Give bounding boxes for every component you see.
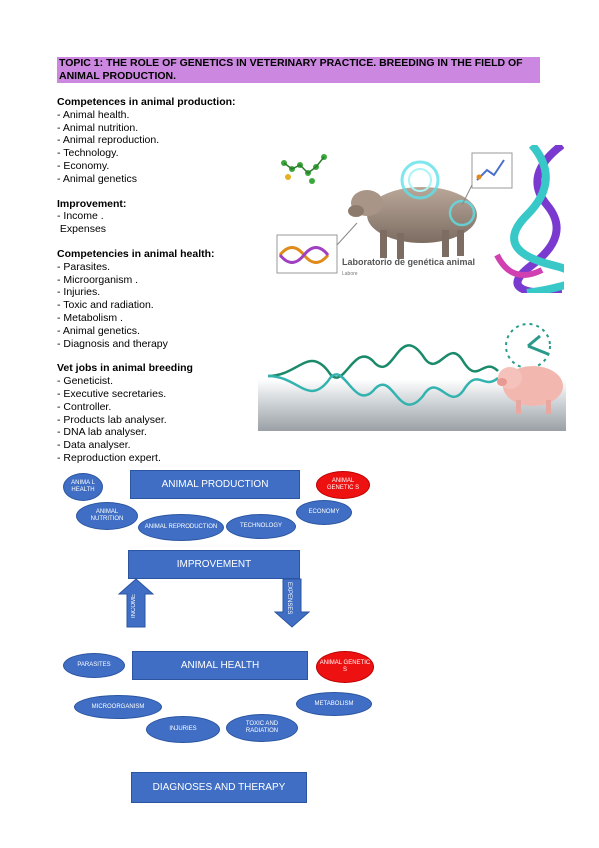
list-item: - Toxic and radiation. — [57, 299, 154, 312]
list-item: - Animal genetics — [57, 172, 137, 185]
genetics-lab-image: Laboratorio de genética animal Labore — [272, 141, 581, 298]
improvement-box: IMPROVEMENT — [128, 550, 300, 579]
image-subcaption: Labore — [342, 271, 358, 277]
animal-health-oval: ANIMA L HEALTH — [63, 473, 103, 501]
diagnoses-therapy-box: DIAGNOSES AND THERAPY — [131, 772, 307, 803]
cow-image — [348, 187, 477, 259]
animal-reproduction-oval: ANIMAL REPRODUCTION — [138, 514, 224, 541]
income-arrow-icon — [118, 578, 154, 628]
list-item: - Animal genetics. — [57, 324, 140, 337]
list-item: - Animal reproduction. — [57, 134, 160, 147]
list-item: - Reproduction expert. — [57, 451, 161, 464]
list-item: - Injuries. — [57, 286, 101, 299]
pig-dna-image — [258, 316, 566, 431]
animal-health-box: ANIMAL HEALTH — [132, 651, 308, 680]
metabolism-oval: METABOLISM — [296, 692, 372, 716]
pig-image — [497, 366, 563, 414]
economy-oval: ECONOMY — [296, 500, 352, 525]
list-item: - Data analyser. — [57, 439, 131, 452]
expenses-arrow-icon — [274, 578, 310, 628]
list-item: - Executive secretaries. — [57, 387, 167, 400]
list-item: - Economy. — [57, 159, 110, 172]
parasites-oval: PARASITES — [63, 653, 125, 678]
list-item: - Microorganism . — [57, 273, 139, 286]
section-improvement: Improvement: - Income . Expenses — [57, 198, 277, 236]
notes-column: Competences in animal production: - Anim… — [57, 96, 277, 477]
section-heading: Competences in animal production: — [57, 96, 236, 108]
animal-production-box: ANIMAL PRODUCTION — [130, 470, 300, 499]
list-item: - Controller. — [57, 400, 112, 413]
list-item: - Products lab analyser. — [57, 413, 167, 426]
toxic-radiation-oval: TOXIC AND RADIATION — [226, 714, 298, 742]
animal-genetics-oval: ANIMAL GENETIC S — [316, 471, 370, 499]
microorganism-oval: MICROORGANISM — [74, 695, 162, 719]
section-heading: Competencies in animal health: — [57, 247, 215, 260]
expenses-label: EXPENSES — [286, 582, 292, 615]
income-label: INCOME — [131, 594, 137, 618]
technology-oval: TECHNOLOGY — [226, 514, 296, 539]
dna-wave-icon — [267, 344, 499, 406]
list-item: - Animal health. — [57, 108, 130, 121]
list-item: - Income . — [57, 210, 104, 223]
section-vet-jobs: Vet jobs in animal breeding - Geneticist… — [57, 362, 277, 464]
animal-nutrition-oval: ANIMAL NUTRITION — [76, 502, 138, 530]
molecule-icon — [281, 154, 327, 184]
section-animal-production: Competences in animal production: - Anim… — [57, 96, 277, 186]
list-item: - Geneticist. — [57, 375, 114, 388]
list-item: - Metabolism . — [57, 311, 123, 324]
section-heading: Improvement: — [57, 197, 127, 210]
section-heading: Vet jobs in animal breeding — [57, 362, 193, 375]
list-item: - DNA lab analyser. — [57, 426, 147, 439]
list-item: - Diagnosis and therapy — [57, 337, 168, 350]
topic-title: TOPIC 1: THE ROLE OF GENETICS IN VETERIN… — [57, 57, 540, 83]
section-animal-health: Competencies in animal health: - Parasit… — [57, 248, 277, 350]
list-item: Expenses — [57, 223, 107, 236]
animal-genetics-oval: ANIMAL GENETIC S — [316, 651, 374, 683]
list-item: - Parasites. — [57, 260, 111, 273]
list-item: - Technology. — [57, 147, 119, 160]
list-item: - Animal nutrition. — [57, 121, 139, 134]
image-caption: Laboratorio de genética animal — [342, 257, 475, 267]
injuries-oval: INJURIES — [146, 716, 220, 743]
